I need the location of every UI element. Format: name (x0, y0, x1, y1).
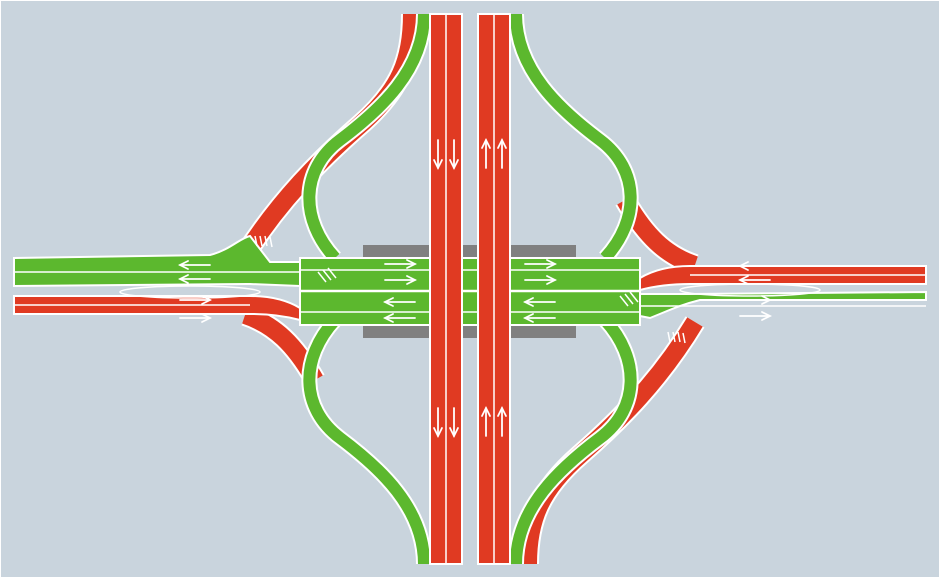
arrow-sb-north-1 (433, 139, 443, 171)
arrow-sb-north-2 (449, 139, 459, 171)
lane-arrows (177, 137, 773, 439)
mainline (429, 13, 511, 565)
west-westbound-lanes (13, 234, 301, 288)
bridge-north-edge (363, 245, 576, 257)
bridge-deck (363, 245, 576, 338)
arrow-nb-north-1 (481, 137, 491, 169)
arrow-sb-south-1 (433, 407, 443, 439)
arrow-e-eb-2 (739, 311, 773, 321)
arrow-c-eb-4 (524, 275, 558, 285)
arrow-c-wb-2 (382, 313, 416, 323)
cross-street-red (13, 265, 927, 322)
loop-sw (303, 315, 430, 565)
arrow-c-wb-1 (382, 297, 416, 307)
crosswalks (254, 235, 686, 344)
arrow-w-wb-1 (177, 260, 211, 270)
west-median-island (119, 285, 261, 299)
loop-nw (303, 13, 430, 263)
median-islands (119, 283, 821, 299)
arrow-e-wb-2 (737, 275, 771, 285)
arrow-e-eb-1 (739, 295, 773, 305)
arrow-c-wb-3 (522, 297, 556, 307)
loop-ne (510, 13, 637, 263)
green-ramps (301, 13, 639, 565)
arrow-c-eb-2 (384, 275, 418, 285)
cross-street-green (13, 234, 927, 326)
bridge-south-edge (363, 326, 576, 338)
arrow-w-wb-2 (177, 274, 211, 284)
arrow-nb-north-2 (497, 137, 507, 169)
crosswalk-se (667, 331, 686, 344)
crosswalk-w-center (317, 267, 337, 283)
arrow-w-eb-2 (179, 313, 213, 323)
arrow-c-eb-3 (524, 259, 558, 269)
arrow-nb-south-1 (481, 405, 491, 437)
arrow-sb-south-2 (449, 407, 459, 439)
crosswalk-nw (254, 235, 273, 248)
east-median-island (679, 283, 821, 297)
loop-se (510, 315, 637, 565)
arrow-c-wb-4 (522, 313, 556, 323)
arrow-c-eb-1 (384, 259, 418, 269)
arrow-e-wb-1 (737, 261, 771, 271)
crosswalk-e-center (619, 291, 639, 307)
arrow-nb-south-2 (497, 405, 507, 437)
